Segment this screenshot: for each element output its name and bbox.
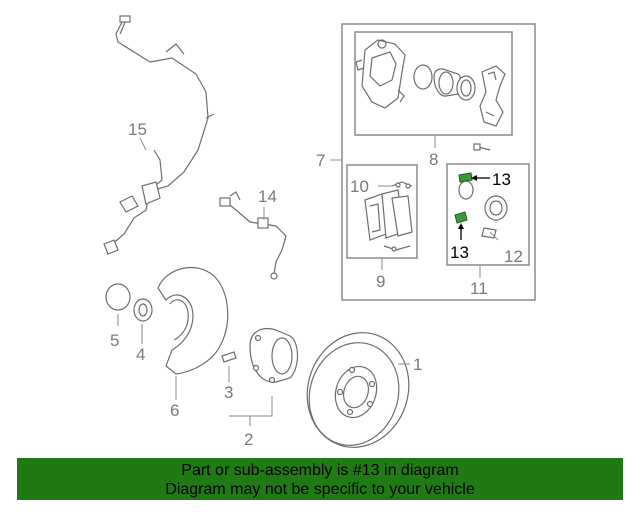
caliper-seal-ring bbox=[413, 64, 433, 90]
callout-13-lower: 13 bbox=[450, 243, 469, 262]
hub-bearing bbox=[133, 298, 153, 322]
arrow-13-upper bbox=[471, 175, 477, 181]
guide-pin-boot-highlight-upper bbox=[458, 172, 473, 183]
callout-9: 9 bbox=[376, 272, 385, 291]
wheel-stud bbox=[221, 351, 237, 363]
caliper-body bbox=[355, 39, 406, 109]
bleeder-screw bbox=[473, 143, 491, 151]
callout-15: 15 bbox=[128, 120, 147, 139]
callout-5: 5 bbox=[110, 331, 119, 350]
pin-boot bbox=[481, 227, 497, 239]
banner-line-2: Diagram may not be specific to your vehi… bbox=[165, 481, 475, 498]
callout-2: 2 bbox=[244, 430, 253, 449]
brake-hose bbox=[219, 191, 287, 280]
info-banner: Part or sub-assembly is #13 in diagram D… bbox=[17, 458, 623, 500]
callout-11: 11 bbox=[470, 279, 488, 298]
callout-14: 14 bbox=[258, 187, 277, 206]
dust-boot bbox=[484, 195, 508, 221]
guide-pin-boot-highlight-lower bbox=[454, 211, 468, 224]
parts-diagram: 1 2 3 4 5 6 7 8 9 10 11 12 13 13 14 15 bbox=[103, 15, 536, 449]
arrow-13-lower bbox=[458, 223, 464, 229]
caliper-assembly-box bbox=[341, 23, 536, 301]
o-ring bbox=[105, 283, 131, 311]
brake-pads bbox=[364, 189, 413, 241]
pad-clip-top bbox=[391, 181, 413, 189]
piston-boot bbox=[456, 75, 476, 101]
callout-7: 7 bbox=[316, 151, 325, 170]
callout-12: 12 bbox=[504, 247, 523, 266]
callout-10: 10 bbox=[350, 177, 369, 196]
pad-clip-bottom bbox=[383, 245, 411, 252]
callout-8: 8 bbox=[429, 150, 438, 169]
wheel-hub bbox=[249, 327, 299, 384]
callout-13-upper: 13 bbox=[492, 170, 511, 189]
leader-lines bbox=[117, 135, 499, 426]
brake-rotor bbox=[306, 332, 410, 448]
banner-line-1: Part or sub-assembly is #13 in diagram bbox=[181, 462, 459, 479]
callout-4: 4 bbox=[136, 345, 145, 364]
caliper-bracket bbox=[479, 65, 506, 127]
splash-shield bbox=[157, 266, 229, 375]
seal-kit-box bbox=[446, 163, 530, 266]
abs-wheel-sensor bbox=[103, 15, 215, 255]
callout-3: 3 bbox=[224, 383, 233, 402]
callout-6: 6 bbox=[170, 401, 179, 420]
caliper-box bbox=[354, 31, 513, 136]
callout-1: 1 bbox=[413, 355, 422, 374]
seal-ring bbox=[458, 180, 474, 200]
